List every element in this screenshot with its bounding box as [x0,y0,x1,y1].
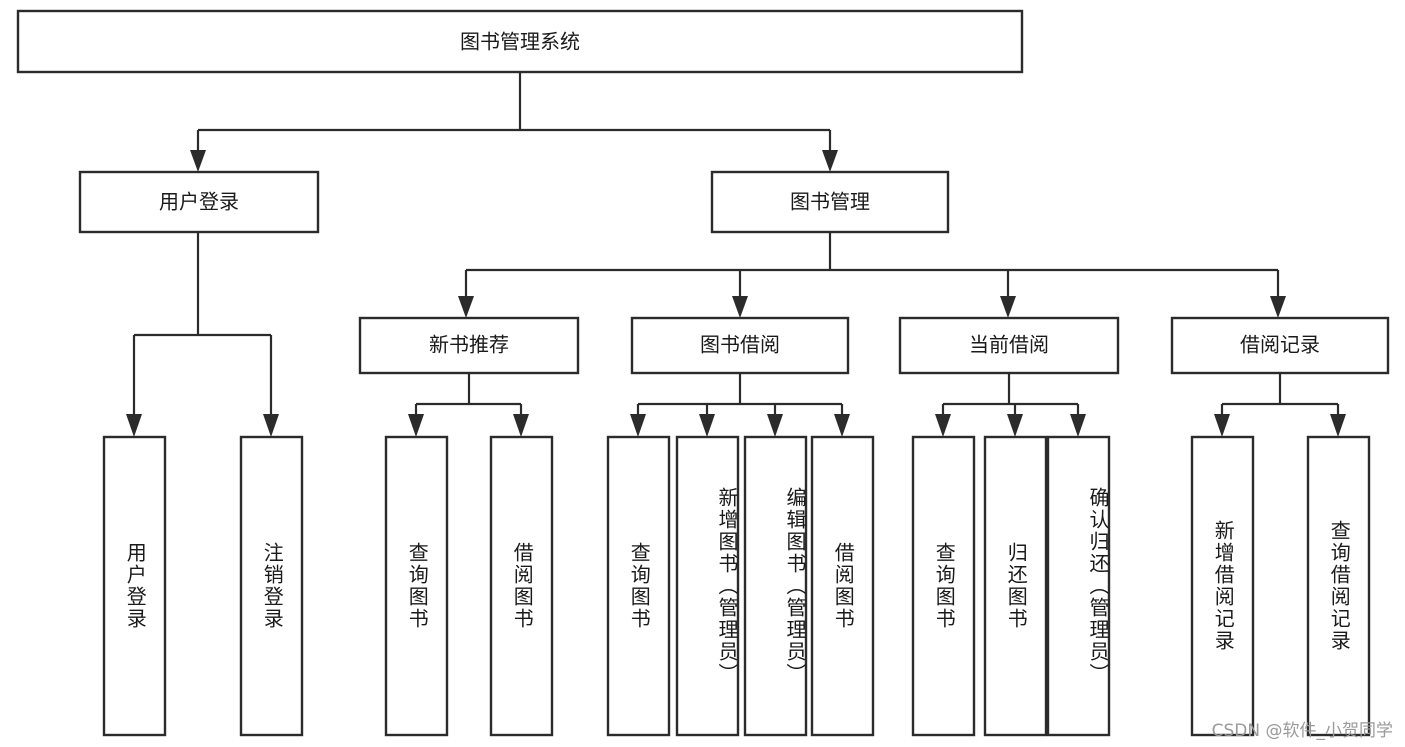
node-book-management-label: 图书管理 [790,190,870,214]
arrow-bb-leaf-1 [630,414,646,437]
node-new-book-recommend-label: 新书推荐 [429,333,509,357]
node-leaf-query-book-2-box[interactable] [606,435,671,737]
node-current-borrow-box[interactable] [898,316,1120,375]
arrow-bm-to-book-borrow [732,296,748,318]
node-leaf-borrow-book-1-box[interactable] [489,435,554,737]
arrow-cb-leaf-1 [935,414,951,437]
node-leaf-return-book-box[interactable] [983,435,1048,737]
arrow-bb-leaf-2 [699,414,715,437]
arrow-bb-leaf-4 [834,414,850,437]
arrow-bm-to-new-book-recommend [458,296,474,318]
arrow-br-leaf-1 [1214,414,1230,437]
node-leaf-confirm-return-box[interactable] [1046,435,1111,737]
arrow-bb-leaf-3 [767,414,783,437]
node-book-borrow-label: 图书借阅 [700,333,780,357]
arrow-bm-to-current-borrow [1000,296,1016,318]
node-layer: 图书管理系统 用户登录 图书管理 新书推荐 图书借阅 当前借阅 借阅记录 [16,9,1390,737]
arrow-bm-to-borrow-record [1270,296,1286,318]
arrow-root-to-book-management [822,150,838,172]
node-root-box[interactable] [16,9,1024,74]
node-leaf-logout-login-box[interactable] [239,435,304,737]
arrow-nbr-leaf-2 [513,414,529,437]
arrow-br-leaf-2 [1330,414,1346,437]
node-leaf-user-login-box[interactable] [102,435,167,737]
arrow-cb-leaf-2 [1007,414,1023,437]
arrow-root-to-user-login [190,150,206,172]
node-book-borrow-box[interactable] [630,316,850,375]
csdn-watermark: CSDN @软件_小贺同学 [1211,721,1393,741]
node-leaf-add-record-box[interactable] [1190,435,1255,737]
node-borrow-record-box[interactable] [1170,316,1390,375]
node-leaf-borrow-book-2-box[interactable] [810,435,875,737]
arrow-cb-leaf-3 [1070,414,1086,437]
node-borrow-record-label: 借阅记录 [1240,333,1320,357]
arrow-nbr-leaf-1 [408,414,424,437]
node-book-management-box[interactable] [710,170,950,234]
node-user-login-label: 用户登录 [159,190,239,214]
arrow-user-login-leaf-1 [126,414,142,437]
node-root-label: 图书管理系统 [460,30,580,54]
node-leaf-edit-book-box[interactable] [743,435,808,737]
node-new-book-recommend-box[interactable] [358,316,580,375]
node-leaf-query-record-box[interactable] [1306,435,1371,737]
node-leaf-add-book-box[interactable] [675,435,740,737]
connector-layer [126,72,1346,437]
node-leaf-query-book-3-box[interactable] [911,435,976,737]
node-leaf-query-book-1-box[interactable] [384,435,449,737]
node-current-borrow-label: 当前借阅 [969,333,1049,357]
node-user-login-box[interactable] [78,170,320,234]
arrow-user-login-leaf-2 [263,414,279,437]
